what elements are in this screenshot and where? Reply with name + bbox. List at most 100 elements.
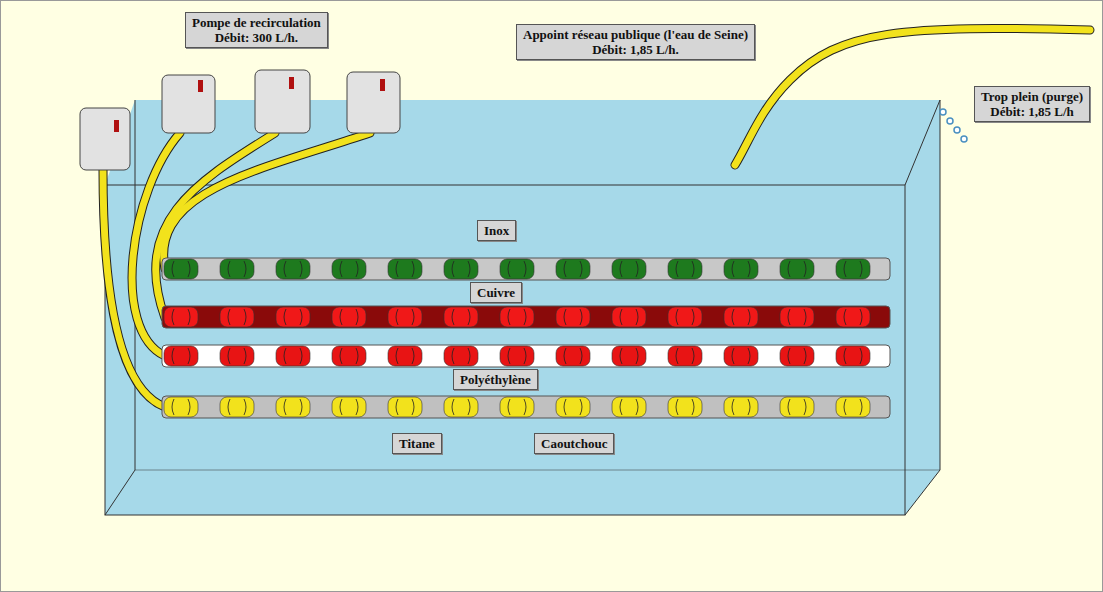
pipe-joint bbox=[844, 399, 862, 415]
pipe-sample bbox=[388, 397, 422, 417]
label-text: Pompe de recirculation bbox=[192, 15, 321, 30]
pump-indicator bbox=[114, 77, 385, 132]
pipe-sample bbox=[332, 346, 366, 366]
pipe-joint bbox=[172, 309, 190, 325]
pipe-joint bbox=[620, 261, 638, 277]
hose bbox=[103, 28, 1090, 407]
pipe-sample bbox=[332, 397, 366, 417]
label-text: Titane bbox=[399, 436, 435, 451]
label-text: Appoint réseau publique (l'eau de Seine) bbox=[523, 27, 748, 42]
pipe-sample bbox=[164, 259, 198, 279]
test-pipes bbox=[162, 258, 890, 418]
label-text: Débit: 1,85 L/h bbox=[981, 104, 1083, 119]
pipe-sample bbox=[556, 307, 590, 327]
pipe-joint bbox=[396, 261, 414, 277]
pipe bbox=[162, 345, 890, 367]
pipe-joint bbox=[676, 399, 694, 415]
pipe-sample bbox=[444, 346, 478, 366]
pipe-joint bbox=[396, 399, 414, 415]
pipe-sample bbox=[220, 259, 254, 279]
pipe-sample bbox=[332, 259, 366, 279]
pipe-joint bbox=[732, 309, 750, 325]
pipe-sample bbox=[556, 346, 590, 366]
pipe-joint bbox=[676, 309, 694, 325]
pipe-sample bbox=[500, 259, 534, 279]
pipe-joint bbox=[620, 399, 638, 415]
hose bbox=[103, 28, 1090, 407]
pipe-joint bbox=[340, 348, 358, 364]
pipe-sample bbox=[388, 259, 422, 279]
label-box: Pompe de recirculationDébit: 300 L/h. bbox=[185, 12, 328, 48]
pipe-joint bbox=[452, 348, 470, 364]
label-box: Caoutchouc bbox=[534, 433, 614, 454]
pipe-joint bbox=[228, 399, 246, 415]
pipe-joint bbox=[788, 399, 806, 415]
pipe bbox=[162, 396, 890, 418]
pipe-joint bbox=[508, 399, 526, 415]
pipe bbox=[162, 306, 890, 328]
pipe-joint bbox=[732, 399, 750, 415]
pipe-joint bbox=[788, 261, 806, 277]
pipe-sample bbox=[724, 346, 758, 366]
label-text: Débit: 1,85 L/h. bbox=[523, 42, 748, 57]
pipe bbox=[162, 258, 890, 280]
pipe-sample bbox=[612, 346, 646, 366]
pipe-sample bbox=[780, 259, 814, 279]
tank-body bbox=[105, 100, 940, 515]
label-box: Appoint réseau publique (l'eau de Seine)… bbox=[516, 24, 755, 60]
pipe-joint bbox=[676, 261, 694, 277]
label-box: Cuivre bbox=[470, 282, 522, 303]
pipe-sample bbox=[276, 307, 310, 327]
pipe-sample bbox=[556, 259, 590, 279]
pipe-joint bbox=[284, 399, 302, 415]
pipe-joint bbox=[508, 348, 526, 364]
label-box: Polyéthylène bbox=[453, 369, 538, 390]
overflow-drops bbox=[940, 109, 967, 142]
pipe-sample bbox=[556, 397, 590, 417]
pipe-sample bbox=[612, 397, 646, 417]
pipe-joint bbox=[172, 348, 190, 364]
pipe-joint bbox=[564, 348, 582, 364]
pipe-joint bbox=[732, 261, 750, 277]
pipe-joint bbox=[564, 309, 582, 325]
pipe-sample bbox=[444, 259, 478, 279]
pipe-joint bbox=[788, 309, 806, 325]
pipe-joint bbox=[508, 309, 526, 325]
pump bbox=[80, 70, 400, 170]
label-text: Caoutchouc bbox=[541, 436, 607, 451]
pipe-joint bbox=[620, 348, 638, 364]
label-text: Débit: 300 L/h. bbox=[192, 30, 321, 45]
pipe-joint bbox=[284, 309, 302, 325]
pipe-sample bbox=[220, 397, 254, 417]
pipe-joint bbox=[172, 261, 190, 277]
pipe-joint bbox=[564, 399, 582, 415]
pipe-joint bbox=[340, 309, 358, 325]
pipe-sample bbox=[164, 346, 198, 366]
pipe-joint bbox=[732, 348, 750, 364]
pipe-joint bbox=[228, 261, 246, 277]
pipe-joint bbox=[844, 261, 862, 277]
pipe-joint bbox=[452, 309, 470, 325]
pipe-joint bbox=[844, 309, 862, 325]
pipe-joint bbox=[228, 309, 246, 325]
pipe-sample bbox=[724, 307, 758, 327]
pipe-joint bbox=[620, 309, 638, 325]
pipe-sample bbox=[444, 397, 478, 417]
pipe-sample bbox=[332, 307, 366, 327]
pipe-sample bbox=[668, 346, 702, 366]
pipe-sample bbox=[276, 346, 310, 366]
pipe-joint bbox=[340, 399, 358, 415]
pipe-sample bbox=[612, 259, 646, 279]
pipe-sample bbox=[500, 346, 534, 366]
pipe-joint bbox=[844, 348, 862, 364]
pipe-sample bbox=[500, 397, 534, 417]
pipe-joint bbox=[396, 309, 414, 325]
pipe-sample bbox=[780, 346, 814, 366]
pipe-sample bbox=[836, 346, 870, 366]
pipe-sample bbox=[276, 259, 310, 279]
pipe-sample bbox=[220, 346, 254, 366]
pipe-sample bbox=[500, 307, 534, 327]
pipe-sample bbox=[164, 397, 198, 417]
pipe-sample bbox=[724, 259, 758, 279]
